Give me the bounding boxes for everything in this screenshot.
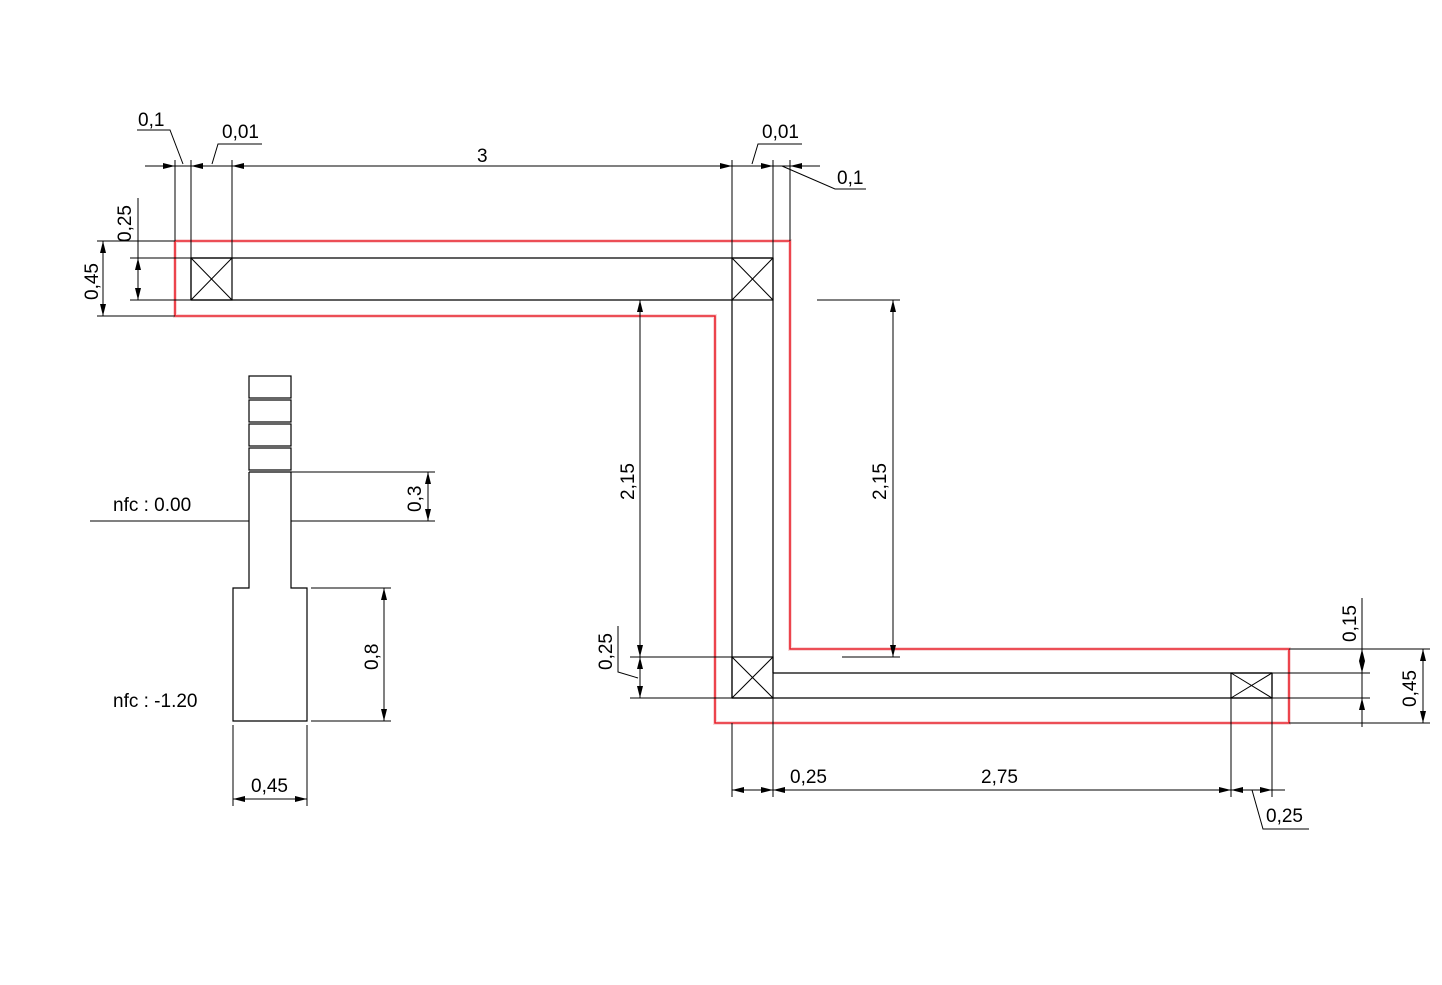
dim-right-band: 0,15 (1340, 605, 1361, 642)
dim-bottom-col: 0,25 (790, 767, 827, 788)
dim-left-band: 0,25 (115, 205, 136, 242)
column-1 (190, 257, 233, 301)
dim-top-edge-offset: 0,1 (138, 110, 164, 131)
block-2 (248, 399, 292, 423)
dim-top-gap-left: 0,01 (222, 122, 259, 143)
left-dimension-chain: 0,25 0,45 (82, 198, 191, 317)
right-dimension-chain: 0,15 0,45 (1272, 598, 1430, 727)
column-4 (1230, 672, 1273, 699)
wall-strips (190, 257, 1273, 699)
top-dimension-chain: 0,1 0,01 3 0,01 0,1 (137, 110, 866, 258)
dim-footing-width: 0,45 (251, 776, 288, 797)
dim-vertical-right: 2,15 (870, 463, 891, 500)
dim-top-gap-right: 0,01 (762, 122, 799, 143)
column-2 (731, 257, 774, 301)
footing-profile (232, 471, 308, 722)
dim-top-length: 3 (477, 146, 488, 167)
column-3 (731, 656, 774, 699)
dim-left-width: 0,45 (82, 263, 103, 300)
block-3 (248, 423, 292, 447)
vertical-dimension-left: 2,15 0,25 (596, 300, 732, 699)
level-base: nfc : -1.20 (113, 691, 198, 712)
section-view: 0,3 0,8 0,45 nfc : 0.00 nfc : -1.20 (90, 375, 435, 806)
dim-bottom-end: 0,25 (1266, 806, 1303, 827)
dim-bottom-length: 2,75 (981, 767, 1018, 788)
level-ground: nfc : 0.00 (113, 495, 191, 516)
dim-vertical-left: 2,15 (618, 463, 639, 500)
dim-right-width: 0,45 (1400, 670, 1421, 707)
block-4 (248, 447, 292, 471)
dim-embed: 0,3 (405, 486, 426, 512)
block-1 (248, 375, 292, 399)
bottom-dimension-chain: 0,25 2,75 0,25 (731, 698, 1309, 830)
dim-top-edge-right: 0,1 (837, 168, 863, 189)
plan-view: 0,1 0,01 3 0,01 0,1 0,25 0,45 2,15 (82, 110, 1430, 830)
vertical-dimension-right: 2,15 (817, 299, 900, 658)
dim-bottom-band-left: 0,25 (596, 633, 617, 670)
dim-footing-height: 0,8 (362, 644, 383, 670)
